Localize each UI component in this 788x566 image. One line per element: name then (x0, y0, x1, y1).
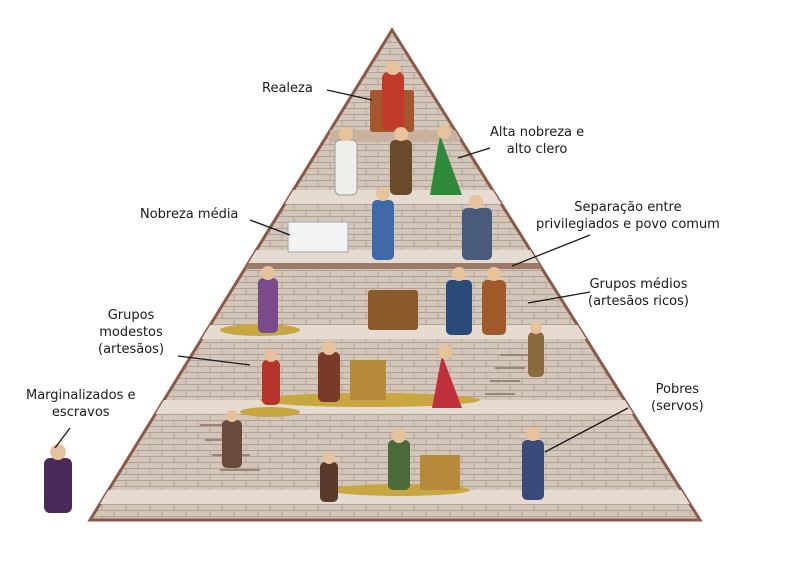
tier-separator (150, 263, 650, 269)
cleric-head (339, 127, 353, 141)
label-line: Grupos médios (588, 276, 689, 293)
worker-figure (318, 352, 340, 402)
worker-head (265, 350, 277, 362)
label-pobres: Pobres (servos) (651, 381, 704, 415)
worker-head (322, 341, 336, 355)
label-line: (artesãos ricos) (588, 293, 689, 310)
serf-head (226, 410, 238, 422)
label-line: privilegiados e povo comum (536, 216, 720, 233)
climber-figure (528, 332, 544, 377)
label-line: Pobres (651, 381, 704, 398)
artisan-figure (446, 280, 472, 335)
lady-head (437, 125, 451, 139)
artisan-figure (482, 280, 506, 335)
wood-fence (350, 360, 386, 400)
hay-patch (240, 407, 300, 417)
merchant-figure (258, 278, 278, 333)
noble-figure (372, 200, 394, 260)
label-line: alto clero (490, 141, 584, 158)
label-line: (servos) (651, 398, 704, 415)
wood-fence (420, 455, 460, 490)
marginalized-figure (44, 458, 72, 513)
label-realeza: Realeza (262, 80, 313, 97)
label-nobreza-media: Nobreza média (140, 206, 238, 223)
noble-head (376, 187, 390, 201)
worker-figure (262, 360, 280, 405)
label-marginalizados: Marginalizados e escravos (26, 387, 136, 421)
serf-figure (320, 462, 338, 502)
serf-head (392, 429, 406, 443)
label-grupos-medios: Grupos médios (artesãos ricos) (588, 276, 689, 310)
merchant-head (261, 266, 275, 280)
label-line: Marginalizados e (26, 387, 136, 404)
serf-figure (522, 440, 544, 500)
cleric-figure (335, 140, 357, 195)
tier-floor-middle-nobility (210, 250, 580, 264)
label-line: Realeza (262, 80, 313, 97)
noble-figure (390, 140, 412, 195)
artisan-head (452, 267, 466, 281)
marginalized-head (50, 444, 66, 460)
label-line: Nobreza média (140, 206, 238, 223)
label-line: escravos (26, 404, 136, 421)
reader-figure (462, 208, 492, 260)
table (288, 222, 348, 252)
serf-figure (222, 420, 242, 468)
king-head (386, 61, 400, 75)
reader-head (469, 195, 483, 209)
label-line: modestos (98, 324, 164, 341)
label-grupos-modestos: Grupos modestos (artesãos) (98, 307, 164, 358)
climber-head (530, 322, 542, 334)
artisan-head (487, 267, 501, 281)
label-line: Separação entre (536, 199, 720, 216)
farmer-head (438, 345, 452, 359)
label-separacao: Separação entre privilegiados e povo com… (536, 199, 720, 233)
serf-figure (388, 440, 410, 490)
label-line: (artesãos) (98, 341, 164, 358)
serf-head (526, 427, 540, 441)
label-line: Grupos (98, 307, 164, 324)
serf-head (323, 452, 335, 464)
label-alta-nobreza: Alta nobreza e alto clero (490, 124, 584, 158)
label-line: Alta nobreza e (490, 124, 584, 141)
king-figure (382, 72, 404, 130)
leader-marginalizados (55, 428, 70, 448)
noble-head (394, 127, 408, 141)
craft-bench (368, 290, 418, 330)
